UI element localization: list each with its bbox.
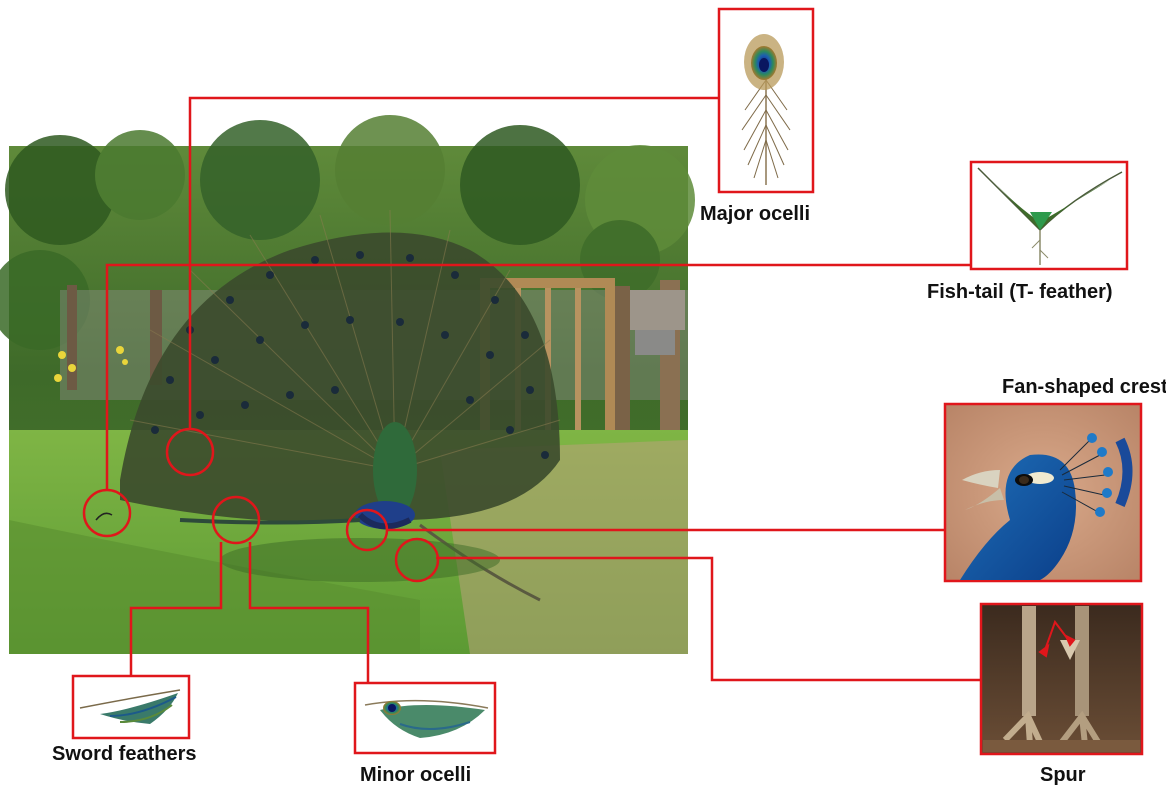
inset-sword-feathers bbox=[73, 676, 189, 738]
label-major-ocelli: Major ocelli bbox=[700, 203, 810, 226]
label-spur: Spur bbox=[1040, 764, 1086, 787]
label-sword-feathers: Sword feathers bbox=[52, 743, 196, 766]
inset-major-ocelli bbox=[719, 9, 813, 192]
inset-fan-crest bbox=[945, 404, 1141, 581]
inset-minor-ocelli bbox=[355, 683, 495, 753]
label-minor-ocelli: Minor ocelli bbox=[360, 764, 471, 787]
label-fan-shaped-crest: Fan-shaped crest bbox=[1002, 376, 1166, 399]
peacock-photo bbox=[0, 115, 695, 654]
inset-fish-tail bbox=[971, 162, 1127, 269]
inset-spur bbox=[981, 604, 1142, 754]
label-fish-tail: Fish-tail (T- feather) bbox=[927, 281, 1113, 304]
